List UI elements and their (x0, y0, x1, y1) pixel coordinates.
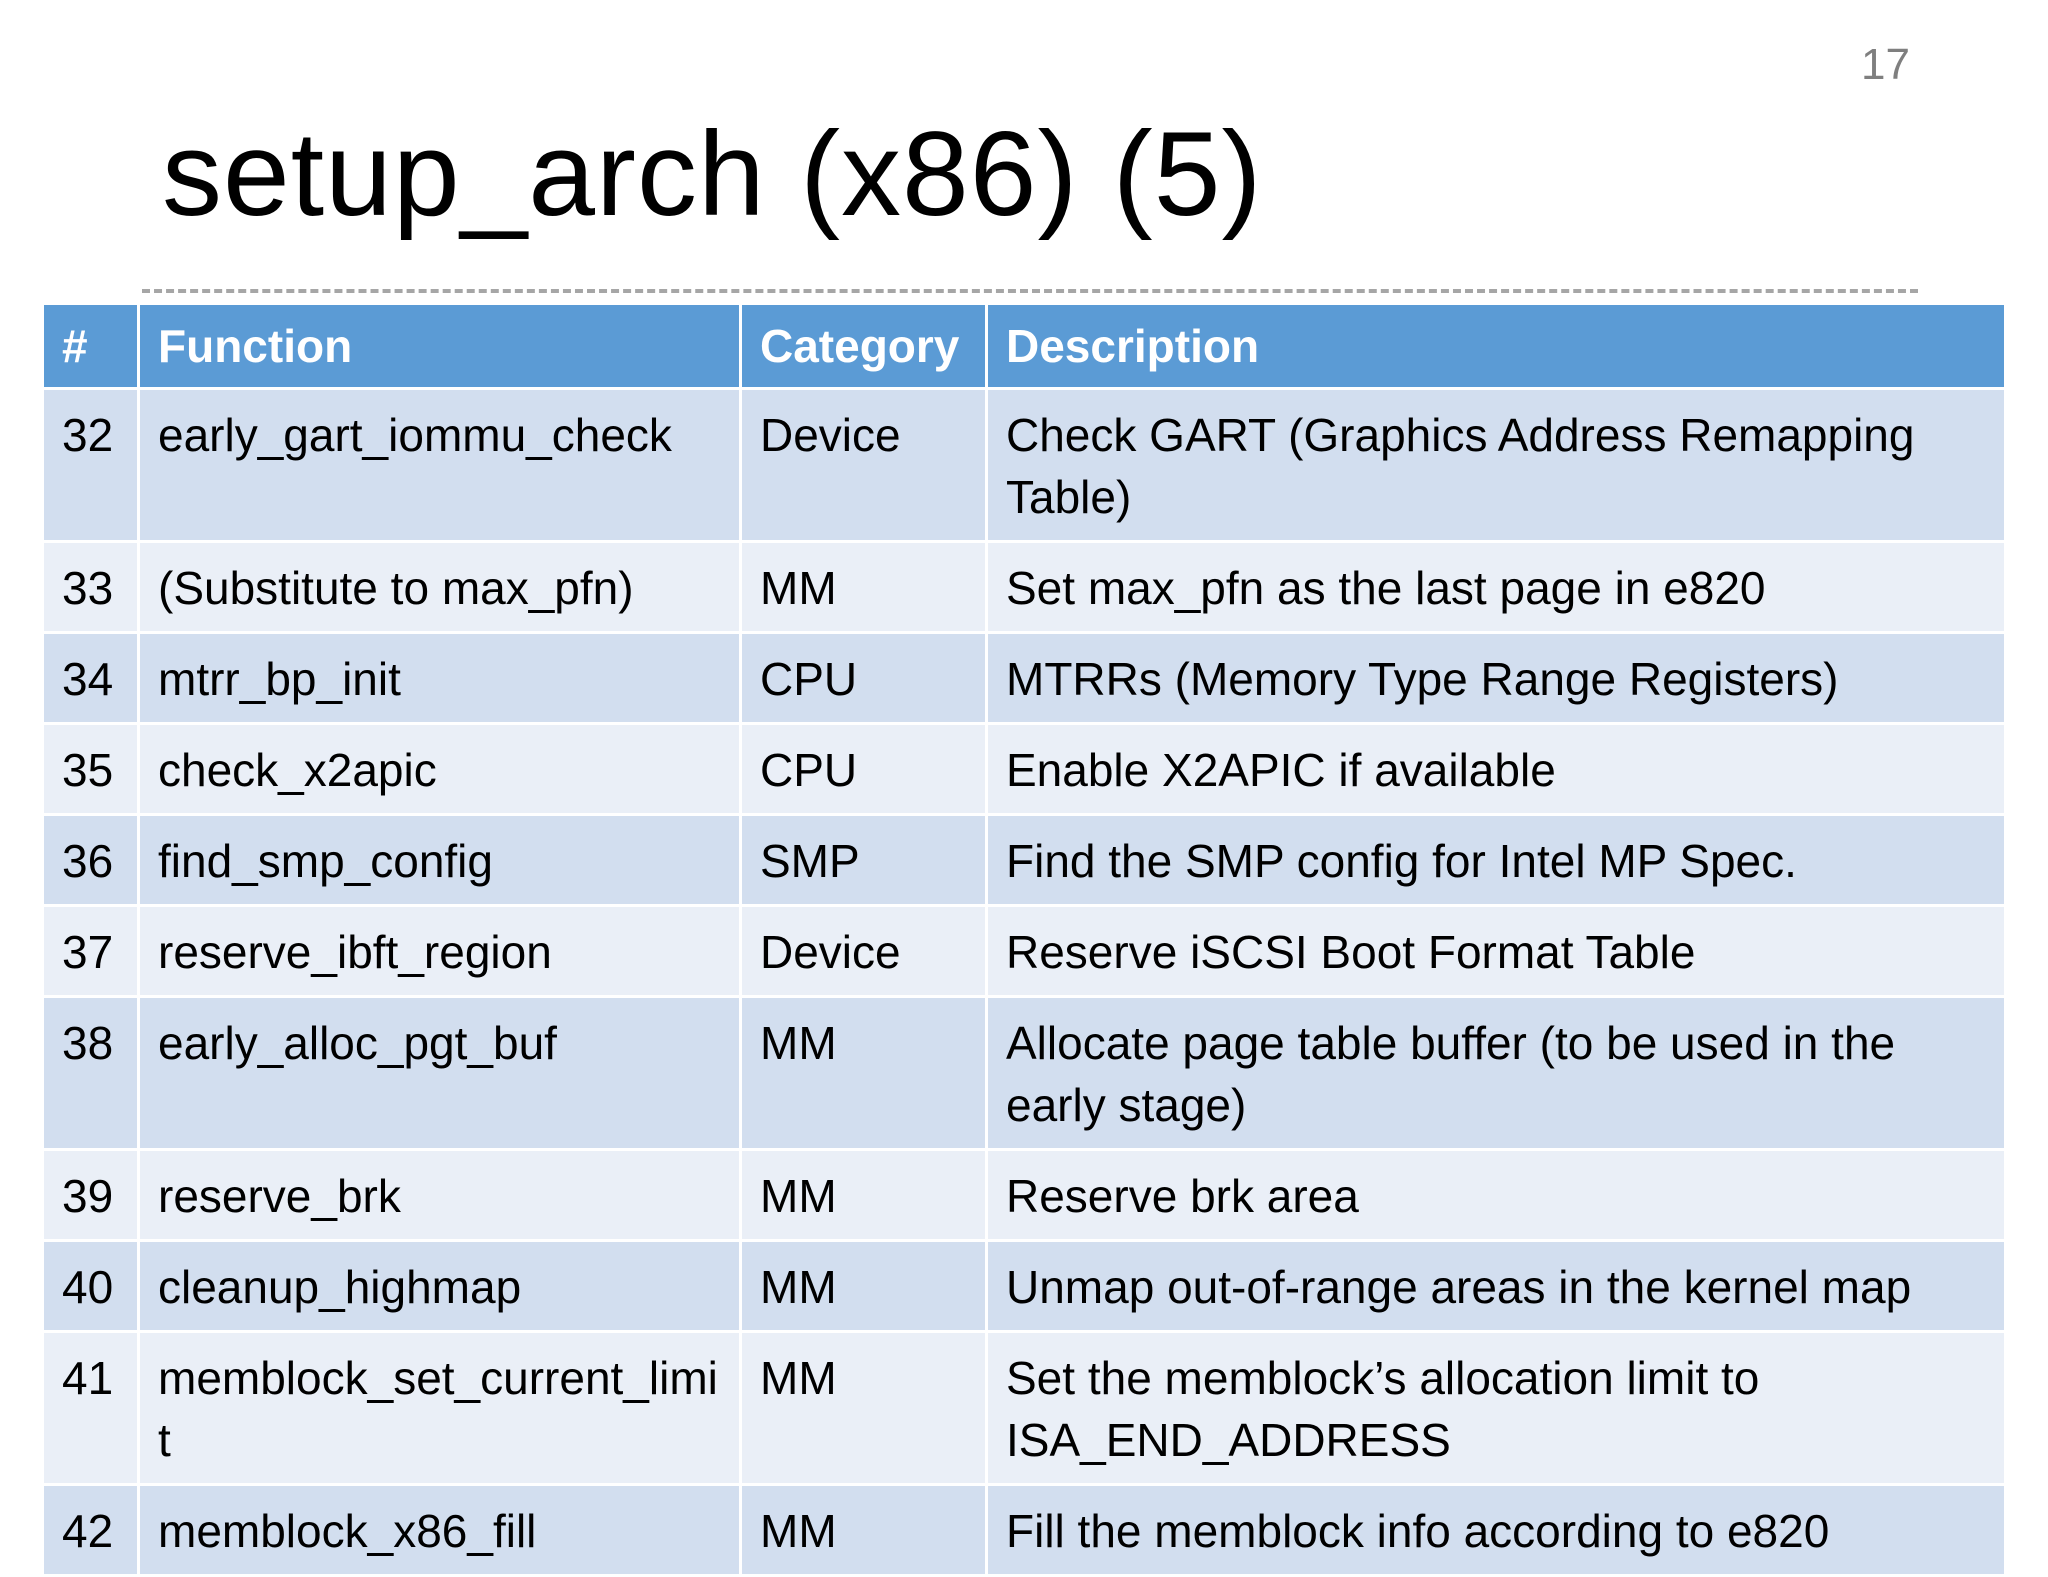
row-number-cell: 40 (41, 1239, 140, 1333)
description-cell: Reserve brk area (985, 1148, 2007, 1242)
function-name-cell: early_alloc_pgt_buf (137, 995, 742, 1151)
category-cell: Device (739, 387, 988, 543)
function-name-cell: early_gart_iommu_check (137, 387, 742, 543)
function-name-cell: find_smp_config (137, 813, 742, 907)
row-number-cell: 32 (41, 387, 140, 543)
description-cell: Find the SMP config for Intel MP Spec. (985, 813, 2007, 907)
row-number-cell: 42 (41, 1483, 140, 1577)
description-cell: Set the memblock’s allocation limit to I… (985, 1330, 2007, 1486)
title-divider (142, 289, 1918, 293)
function-name-cell: memblock_x86_fill (137, 1483, 742, 1577)
function-name-cell: reserve_ibft_region (137, 904, 742, 998)
function-name-cell: (Substitute to max_pfn) (137, 540, 742, 634)
category-cell: MM (739, 1330, 988, 1486)
row-number-cell: 35 (41, 722, 140, 816)
category-cell: MM (739, 1483, 988, 1577)
function-name-cell: cleanup_highmap (137, 1239, 742, 1333)
function-name-cell: memblock_set_current_limit (137, 1330, 742, 1486)
row-number-cell: 34 (41, 631, 140, 725)
header-number: # (41, 302, 140, 390)
slide-title: setup_arch (x86) (5) (162, 107, 1263, 241)
row-number-cell: 37 (41, 904, 140, 998)
row-number-cell: 39 (41, 1148, 140, 1242)
category-cell: MM (739, 540, 988, 634)
category-cell: Device (739, 904, 988, 998)
description-cell: Allocate page table buffer (to be used i… (985, 995, 2007, 1151)
table-header-row: # Function Category Description (41, 302, 2007, 390)
function-name-cell: check_x2apic (137, 722, 742, 816)
row-number-cell: 33 (41, 540, 140, 634)
category-cell: MM (739, 1148, 988, 1242)
description-cell: Check GART (Graphics Address Remapping T… (985, 387, 2007, 543)
function-name-cell: mtrr_bp_init (137, 631, 742, 725)
description-cell: MTRRs (Memory Type Range Registers) (985, 631, 2007, 725)
category-cell: CPU (739, 722, 988, 816)
description-cell: Fill the memblock info according to e820 (985, 1483, 2007, 1577)
category-cell: MM (739, 1239, 988, 1333)
header-function: Function (137, 302, 742, 390)
description-cell: Reserve iSCSI Boot Format Table (985, 904, 2007, 998)
description-cell: Unmap out-of-range areas in the kernel m… (985, 1239, 2007, 1333)
category-cell: SMP (739, 813, 988, 907)
description-cell: Set max_pfn as the last page in e820 (985, 540, 2007, 634)
category-cell: CPU (739, 631, 988, 725)
description-cell: Enable X2APIC if available (985, 722, 2007, 816)
row-number-cell: 41 (41, 1330, 140, 1486)
row-number-cell: 38 (41, 995, 140, 1151)
header-description: Description (985, 302, 2007, 390)
category-cell: MM (739, 995, 988, 1151)
header-category: Category (739, 302, 988, 390)
row-number-cell: 36 (41, 813, 140, 907)
function-name-cell: reserve_brk (137, 1148, 742, 1242)
page-number: 17 (1861, 40, 1910, 89)
